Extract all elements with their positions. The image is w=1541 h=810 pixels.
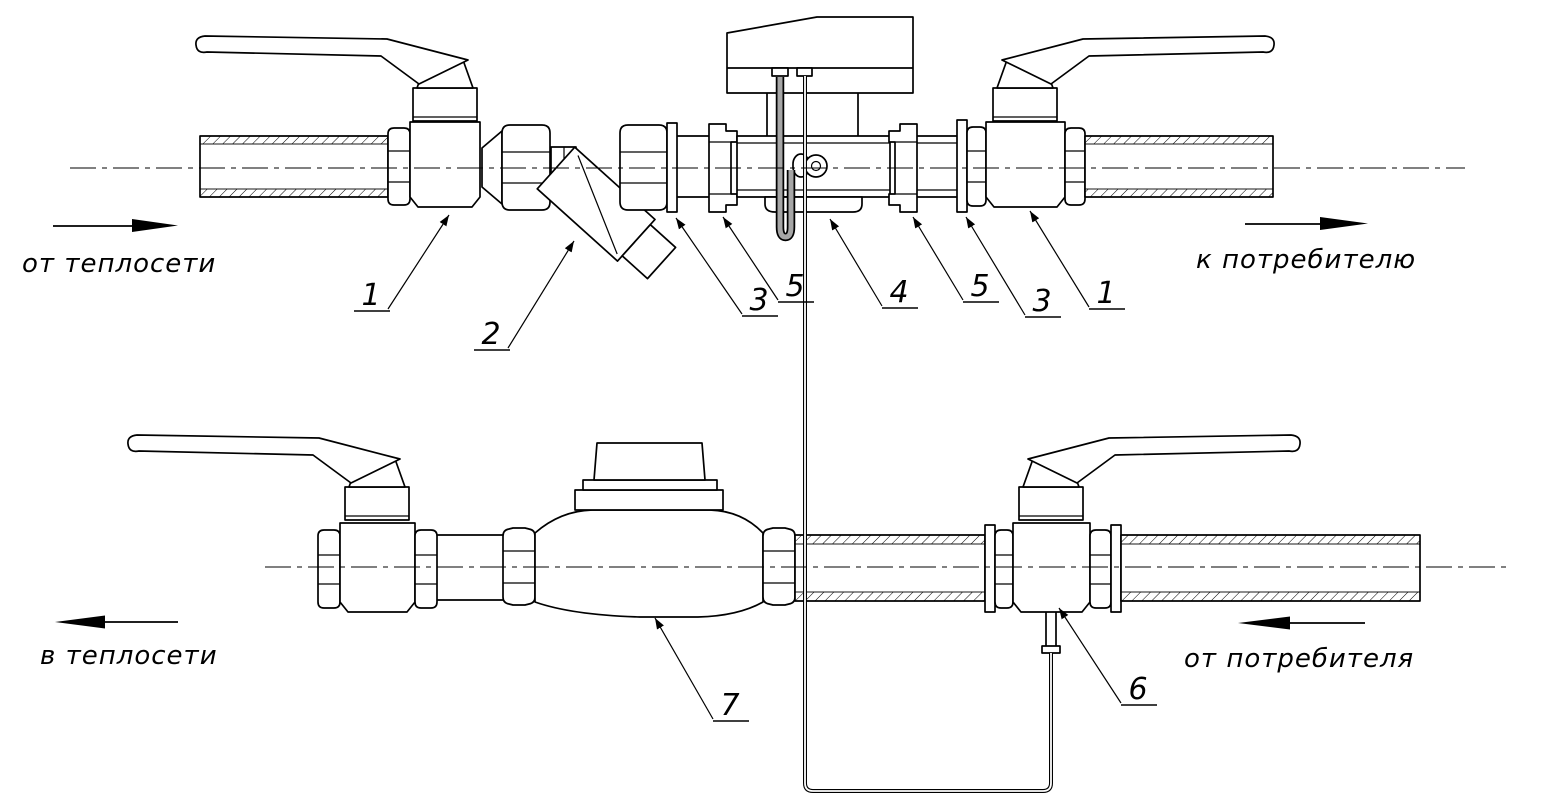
callout-5-right: 5 xyxy=(912,216,999,304)
callout-1-right: 1 xyxy=(1029,210,1125,311)
pipe-return-inlet xyxy=(1120,534,1421,602)
callout-7: 7 xyxy=(654,617,749,723)
water-meter xyxy=(502,442,796,618)
ball-valve-supply-inlet xyxy=(195,35,503,208)
pipe-stub-right xyxy=(917,135,957,198)
svg-text:5: 5 xyxy=(785,269,804,304)
svg-text:1: 1 xyxy=(1096,276,1115,311)
valve-handle xyxy=(127,434,401,484)
sensor-boss xyxy=(804,154,828,178)
callouts: 1 2 3 5 4 5 3 xyxy=(354,210,1157,723)
svg-text:4: 4 xyxy=(889,275,908,310)
return-pipeline xyxy=(127,434,1421,654)
flange-supply-right xyxy=(956,119,968,213)
valve-handle xyxy=(195,35,469,85)
heat-calculator xyxy=(726,16,914,94)
callout-2: 2 xyxy=(474,240,575,352)
ball-valve-return-outlet xyxy=(127,434,438,613)
flow-label-return-in: от потребителя xyxy=(1184,644,1414,674)
flange-return-right xyxy=(1110,524,1122,613)
svg-text:1: 1 xyxy=(361,278,380,313)
flow-arrows: от теплосети к потребителю в теплосети о… xyxy=(22,217,1416,674)
temperature-sensor-supply xyxy=(775,77,796,242)
flow-arrow-return-in xyxy=(1238,616,1365,630)
flow-label-return-out: в теплосети xyxy=(40,641,218,671)
cable-gland-1 xyxy=(771,67,789,77)
pipe-stub-left xyxy=(677,135,709,198)
temperature-sensor-return xyxy=(1041,612,1061,654)
centerlines xyxy=(70,167,1510,568)
ball-valve-supply-outlet xyxy=(966,35,1275,208)
svg-text:2: 2 xyxy=(481,317,500,352)
signal-cable xyxy=(803,76,1053,793)
pipe-supply-outlet xyxy=(1084,135,1274,198)
svg-text:5: 5 xyxy=(970,269,989,304)
flow-label-supply-out: к потребителю xyxy=(1196,245,1416,275)
valve-handle xyxy=(1001,35,1275,85)
flowmeter xyxy=(736,93,891,213)
callout-6: 6 xyxy=(1058,607,1157,707)
callout-3-right: 3 xyxy=(965,216,1061,319)
valve-handle xyxy=(1027,434,1301,484)
water-meter-body xyxy=(534,509,764,618)
strainer xyxy=(536,146,677,280)
svg-text:3: 3 xyxy=(1032,284,1051,319)
flow-arrow-supply-in xyxy=(53,219,178,232)
callout-1-left: 1 xyxy=(354,214,450,313)
water-meter-head-base xyxy=(574,489,724,511)
callout-4: 4 xyxy=(829,218,918,310)
svg-text:6: 6 xyxy=(1128,672,1147,707)
callout-5-left: 5 xyxy=(722,216,814,304)
water-meter-register-cap xyxy=(593,442,706,481)
supply-pipeline xyxy=(195,16,1275,280)
flow-arrow-return-out xyxy=(55,615,178,629)
pipe-return-left xyxy=(437,534,503,601)
pipe-supply-inlet xyxy=(199,135,389,198)
flow-label-supply-in: от теплосети xyxy=(22,249,216,279)
flange-return-left xyxy=(984,524,996,613)
pipe-return-middle xyxy=(794,534,986,602)
callout-3-left: 3 xyxy=(675,217,778,318)
svg-text:7: 7 xyxy=(720,688,739,723)
flow-arrow-supply-out xyxy=(1245,217,1368,230)
svg-text:3: 3 xyxy=(749,283,768,318)
cable-gland-2 xyxy=(796,67,813,77)
